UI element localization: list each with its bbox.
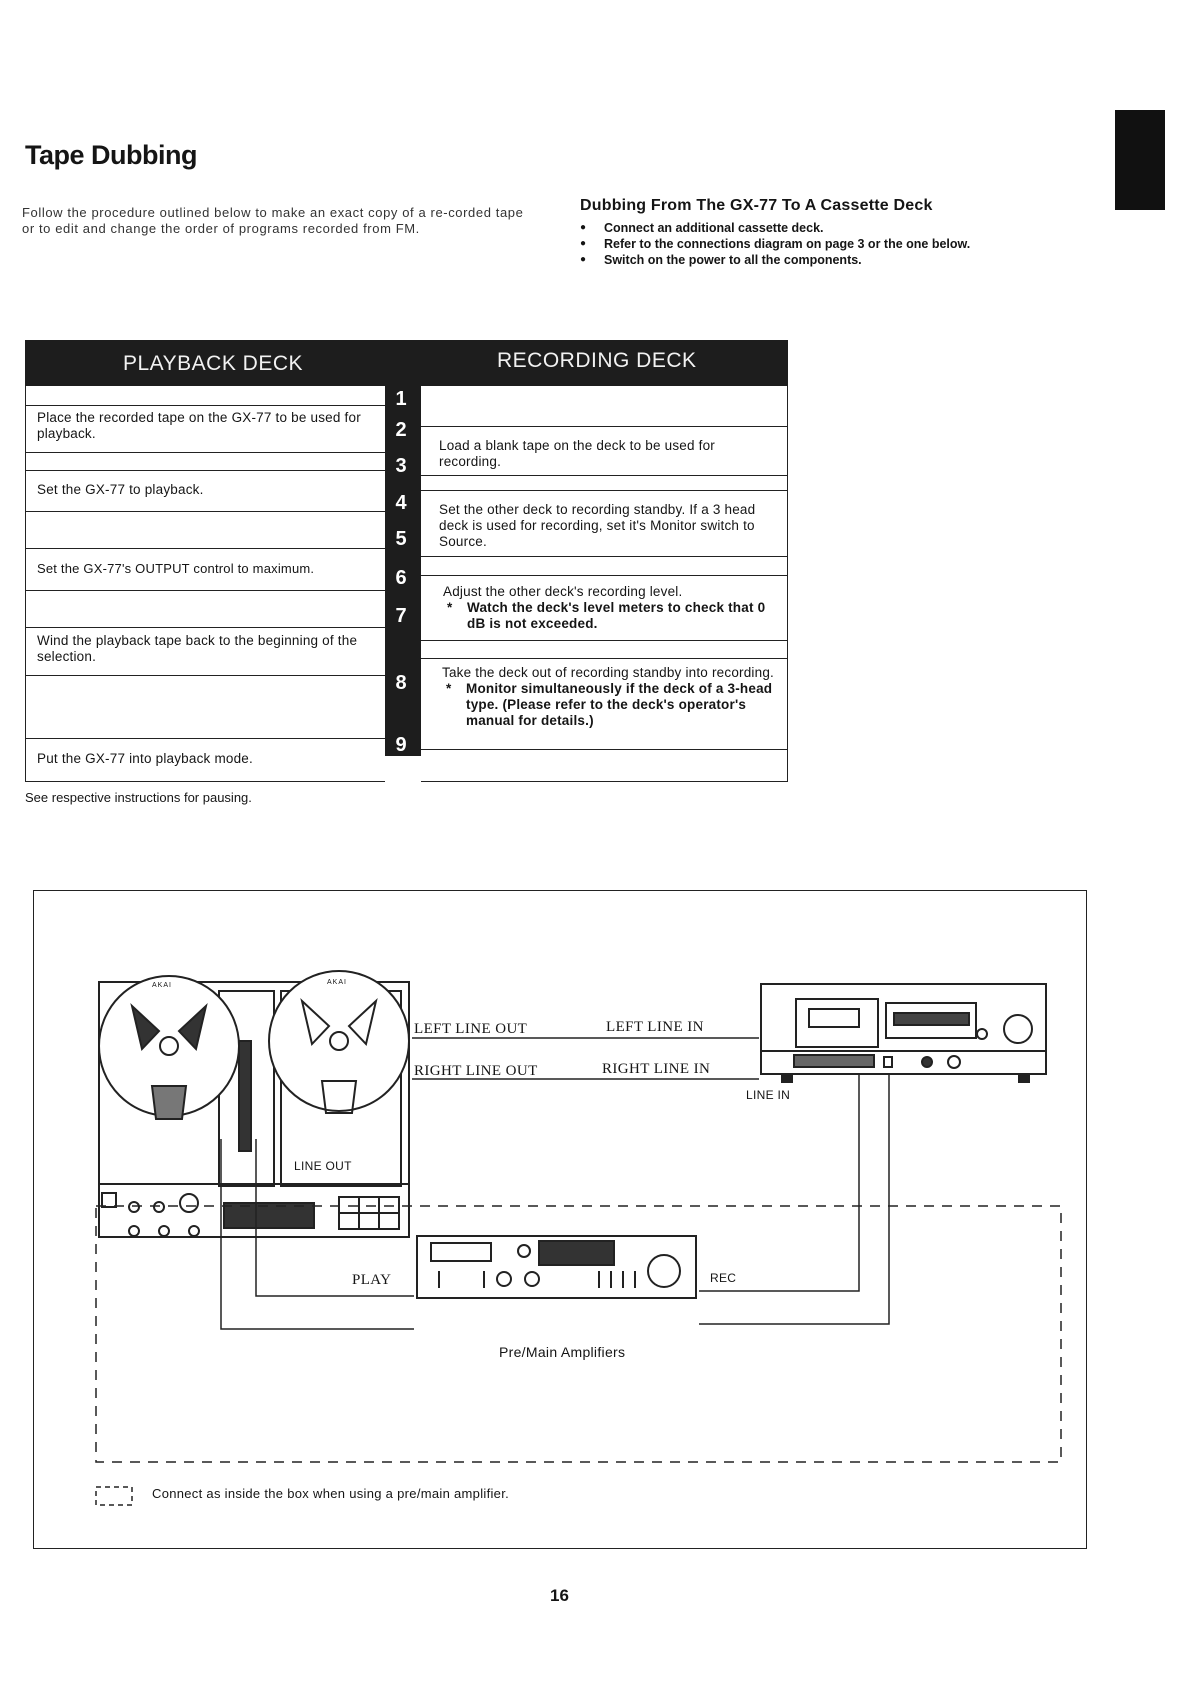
label-right-line-out: RIGHT LINE OUT <box>414 1063 538 1079</box>
row-divider <box>421 556 787 557</box>
dashed-boundary <box>95 1205 1062 1506</box>
row-divider <box>25 627 385 628</box>
row-divider <box>25 452 385 453</box>
table-border <box>787 386 788 782</box>
row-divider <box>421 426 787 427</box>
step-number: 2 <box>395 419 407 441</box>
label-line-in: LINE IN <box>746 1088 791 1102</box>
dubbing-bullet-list: Connect an additional cassette deck. Ref… <box>580 220 970 268</box>
bullet-item: Connect an additional cassette deck. <box>580 220 970 236</box>
playback-step-7: Wind the playback tape back to the begin… <box>37 633 358 664</box>
amplifier-caption: Pre/Main Amplifiers <box>499 1344 626 1360</box>
step-number: 1 <box>395 388 407 410</box>
row-divider <box>25 738 385 739</box>
page-title: Tape Dubbing <box>25 140 197 170</box>
step-number-column: 1 2 3 4 5 6 7 8 9 <box>385 386 421 756</box>
row-divider <box>421 781 787 782</box>
brand-logo-right: AKAI <box>327 979 347 986</box>
row-divider <box>421 640 787 641</box>
row-divider <box>25 405 385 406</box>
diagram-legend: Connect as inside the box when using a p… <box>152 1486 510 1501</box>
row-divider <box>421 749 787 750</box>
playback-step-5: Set the GX-77's OUTPUT control to maximu… <box>37 561 315 576</box>
brand-logo-left: AKAI <box>152 982 172 989</box>
intro-paragraph: Follow the procedure outlined below to m… <box>22 205 524 236</box>
step-number: 3 <box>395 455 407 477</box>
recording-step-8-text: Take the deck out of recording standby i… <box>442 665 774 680</box>
bullet-item: Switch on the power to all the component… <box>580 252 970 268</box>
row-divider <box>421 490 787 491</box>
step-number: 8 <box>395 672 407 694</box>
row-divider <box>25 590 385 591</box>
amplifier-icon <box>416 1235 697 1299</box>
playback-deck-header: PLAYBACK DECK <box>123 352 304 375</box>
row-divider <box>421 575 787 576</box>
section-tab-marker <box>1115 110 1165 210</box>
dashed-box-legend-icon <box>95 1486 133 1506</box>
step-number: 7 <box>395 605 407 627</box>
connection-diagram: LEFT LINE OUT RIGHT LINE OUT LEFT LINE I… <box>33 890 1087 1549</box>
recording-step-2: Load a blank tape on the deck to be used… <box>439 438 715 469</box>
playback-step-3: Set the GX-77 to playback. <box>37 482 204 497</box>
step-number: 6 <box>395 567 407 589</box>
dubbing-section-heading: Dubbing From The GX-77 To A Cassette Dec… <box>580 197 933 214</box>
recording-step-8-note: Monitor simultaneously if the deck of a … <box>442 681 777 729</box>
recording-step-6-text: Adjust the other deck's recording level. <box>443 584 683 599</box>
recording-deck-header: RECORDING DECK <box>497 349 697 372</box>
bullet-item: Refer to the connections diagram on page… <box>580 236 970 252</box>
cable-lines <box>220 1037 890 1330</box>
playback-step-1: Place the recorded tape on the GX-77 to … <box>37 410 361 441</box>
label-left-line-out: LEFT LINE OUT <box>414 1021 528 1037</box>
recording-step-6-note: Watch the deck's level meters to check t… <box>443 600 778 632</box>
recording-step-8: Take the deck out of recording standby i… <box>442 665 777 729</box>
label-left-line-in: LEFT LINE IN <box>606 1019 704 1035</box>
row-divider <box>421 475 787 476</box>
connection-wiring <box>95 970 1062 1506</box>
row-divider <box>25 675 385 676</box>
row-divider <box>421 658 787 659</box>
step-number: 4 <box>395 492 407 514</box>
reel-to-reel-deck-icon <box>98 970 410 1238</box>
procedure-table-header: PLAYBACK DECK RECORDING DECK <box>25 340 788 386</box>
procedure-table: PLAYBACK DECK RECORDING DECK 1 2 3 4 5 6… <box>25 340 788 782</box>
row-divider <box>25 548 385 549</box>
row-divider <box>25 470 385 471</box>
row-divider <box>25 781 385 782</box>
playback-step-9: Put the GX-77 into playback mode. <box>37 751 253 766</box>
cassette-deck-icon <box>760 983 1047 1083</box>
label-line-out: LINE OUT <box>294 1159 352 1173</box>
label-rec: REC <box>710 1271 737 1285</box>
page-number: 16 <box>550 1586 569 1605</box>
label-play: PLAY <box>352 1272 392 1288</box>
step-number: 9 <box>395 734 407 756</box>
label-right-line-in: RIGHT LINE IN <box>602 1061 711 1077</box>
step-number: 5 <box>395 528 407 550</box>
row-divider <box>25 511 385 512</box>
recording-step-4: Set the other deck to recording standby.… <box>439 502 756 549</box>
table-border <box>25 386 26 782</box>
procedure-footnote: See respective instructions for pausing. <box>25 790 252 805</box>
recording-step-6: Adjust the other deck's recording level.… <box>443 584 778 632</box>
